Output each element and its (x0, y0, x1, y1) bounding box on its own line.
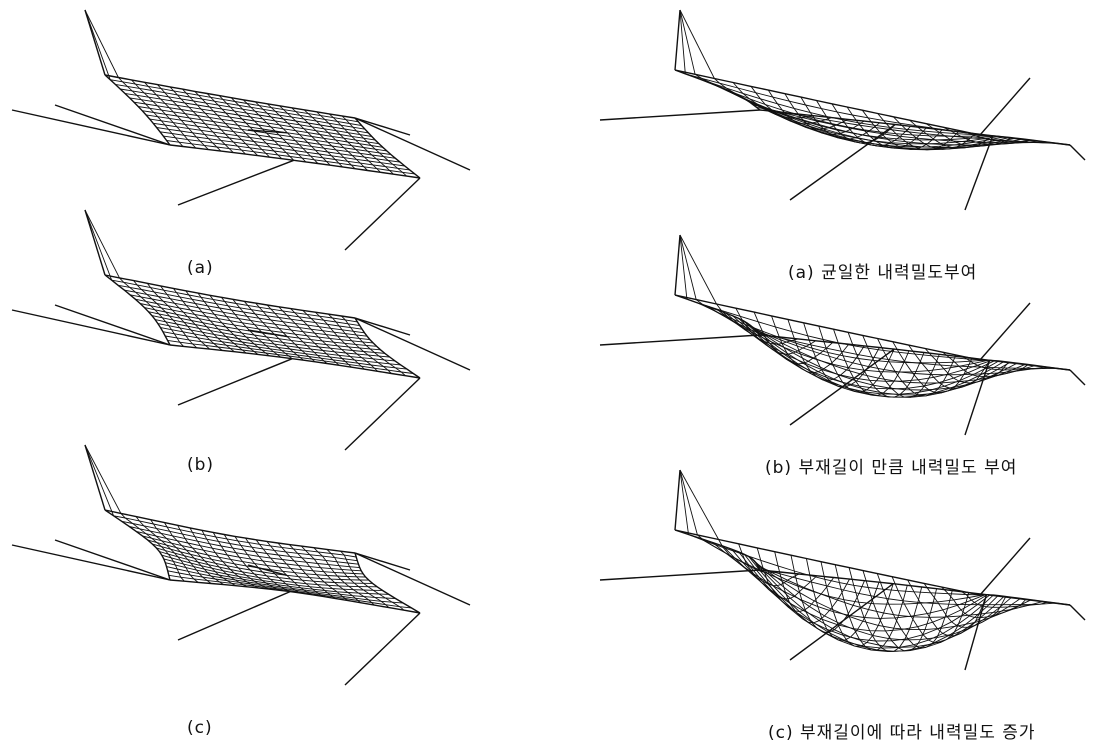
caption-left-a: (a) (187, 258, 214, 278)
membrane-mesh (599, 469, 1086, 671)
membrane-mesh (599, 234, 1086, 436)
membrane-mesh (11, 209, 471, 451)
membrane-mesh (11, 9, 471, 251)
caption-right-a: (a) 균일한 내력밀도부여 (788, 263, 978, 283)
caption-left-c: (c) (187, 718, 213, 738)
caption-right-b: (b) 부재길이 만큼 내력밀도 부여 (765, 458, 1018, 478)
caption-left-b: (b) (187, 455, 215, 475)
membrane-mesh (11, 444, 471, 686)
membrane-mesh (599, 9, 1086, 211)
caption-right-c: (c) 부재길이에 따라 내력밀도 증가 (768, 723, 1036, 743)
